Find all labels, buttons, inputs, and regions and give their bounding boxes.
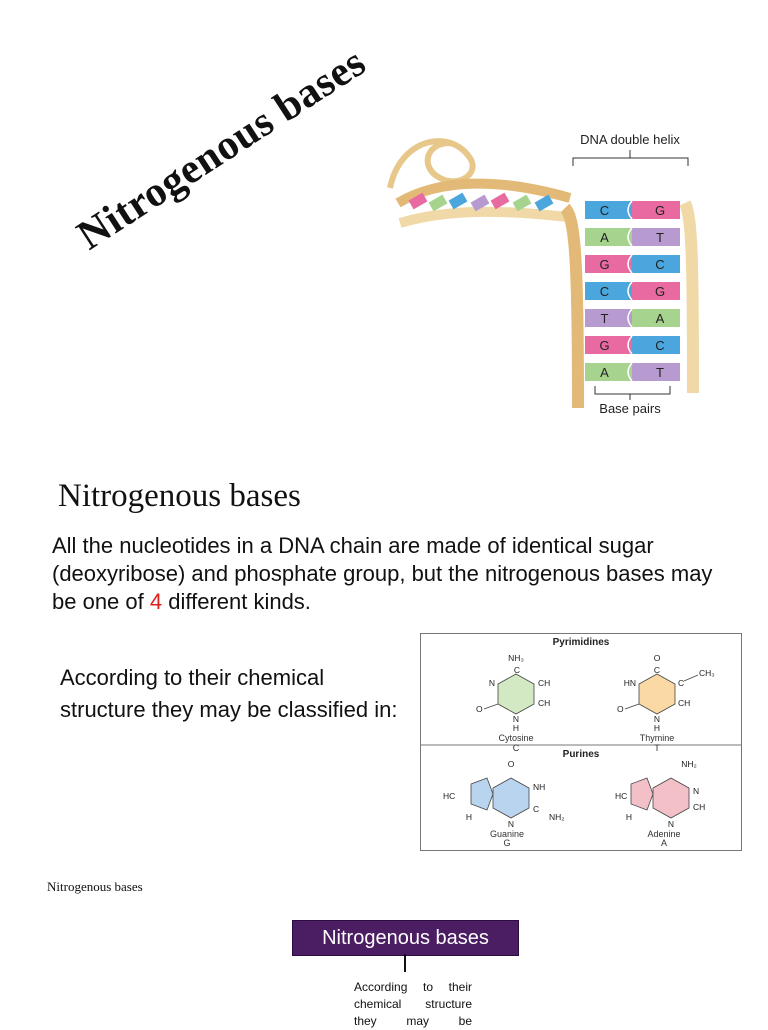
svg-text:NH₂: NH₂ xyxy=(681,759,697,769)
svg-text:N: N xyxy=(668,819,674,829)
svg-text:CH: CH xyxy=(693,802,705,812)
svg-text:HC: HC xyxy=(443,791,455,801)
svg-text:N: N xyxy=(508,819,514,829)
thymine-structure: O C HN C CH₃ CH N H O Thymine xyxy=(617,653,715,743)
base-letter-right: G xyxy=(655,284,665,299)
svg-text:Guanine: Guanine xyxy=(490,829,524,839)
concept-map-connector xyxy=(404,954,406,972)
base-letter-left: C xyxy=(600,284,609,299)
base-right-block xyxy=(632,336,680,354)
base-letter-right: T xyxy=(656,230,664,245)
base-letter-left: A xyxy=(600,365,609,380)
svg-text:O: O xyxy=(617,704,624,714)
svg-text:N: N xyxy=(654,714,660,724)
base-letter-right: T xyxy=(656,365,664,380)
svg-text:Thymine: Thymine xyxy=(640,733,675,743)
base-letter-right: C xyxy=(655,257,664,272)
adenine-structure: NH₂ N CH N HC H Adenine xyxy=(615,759,705,839)
base-letter-left: G xyxy=(599,257,609,272)
svg-text:H: H xyxy=(654,723,660,733)
highlighted-number: 4 xyxy=(149,589,163,614)
guanine-structure: O NH C NH₂ N HC H Guanine xyxy=(443,759,565,839)
cytosine-structure: NH₃ C N CH CH N H O Cytosine xyxy=(476,653,550,743)
base-letter-right: G xyxy=(655,203,665,218)
body-text-part: All the nucleotides in a DNA chain are m… xyxy=(52,533,713,614)
concept-map-root-box: Nitrogenous bases xyxy=(292,920,519,956)
svg-text:H: H xyxy=(466,812,472,822)
base-letter-left: C xyxy=(600,203,609,218)
base-letter-right: C xyxy=(655,338,664,353)
label-base-pairs: Base pairs xyxy=(599,401,661,416)
base-right-block xyxy=(632,309,680,327)
body-text-part: different kinds. xyxy=(162,589,311,614)
nitrogenous-bases-figure: Pyrimidines Purines NH₃ C N CH CH N H O … xyxy=(420,633,742,851)
base-right-block xyxy=(632,255,680,273)
section-pyrimidines-label: Pyrimidines xyxy=(553,637,610,648)
svg-text:CH: CH xyxy=(678,698,690,708)
base-right-block xyxy=(632,201,680,219)
svg-text:CH₃: CH₃ xyxy=(699,668,715,678)
svg-text:O: O xyxy=(508,759,515,769)
svg-text:N: N xyxy=(693,786,699,796)
svg-text:Cytosine: Cytosine xyxy=(498,733,533,743)
base-left-block xyxy=(585,282,632,300)
svg-text:CH: CH xyxy=(538,698,550,708)
slide3-heading: Nitrogenous bases xyxy=(47,879,143,894)
base-letter-left: G xyxy=(599,338,609,353)
base-letter-left: T xyxy=(601,311,609,326)
svg-text:H: H xyxy=(626,812,632,822)
svg-text:N: N xyxy=(513,714,519,724)
svg-text:NH₂: NH₂ xyxy=(549,812,565,822)
svg-text:Adenine: Adenine xyxy=(647,829,680,839)
section-purines-label: Purines xyxy=(563,749,600,760)
guanine-letter: G xyxy=(503,838,510,848)
svg-text:HN: HN xyxy=(624,678,636,688)
base-right-block xyxy=(632,282,680,300)
svg-text:NH₃: NH₃ xyxy=(508,653,524,663)
concept-map-subtext: According to their chemical structure th… xyxy=(354,980,472,1028)
base-left-block xyxy=(585,201,632,219)
svg-text:C: C xyxy=(654,665,660,675)
svg-text:HC: HC xyxy=(615,791,627,801)
svg-text:O: O xyxy=(654,653,661,663)
adenine-letter: A xyxy=(661,838,667,848)
svg-text:C: C xyxy=(533,804,539,814)
base-left-block xyxy=(585,228,632,246)
svg-text:NH: NH xyxy=(533,782,545,792)
base-right-block xyxy=(632,363,680,381)
concept-map-root-label: Nitrogenous bases xyxy=(322,927,489,949)
svg-text:CH: CH xyxy=(538,678,550,688)
cytosine-letter: C xyxy=(513,743,520,753)
svg-text:N: N xyxy=(489,678,495,688)
base-left-block xyxy=(585,363,632,381)
slide2-body-text: All the nucleotides in a DNA chain are m… xyxy=(52,532,742,616)
slide1-title: Nitrogenous bases xyxy=(69,39,374,260)
label-dna-double-helix: DNA double helix xyxy=(580,132,680,147)
base-left-block xyxy=(585,336,632,354)
base-letter-right: A xyxy=(656,311,665,326)
svg-text:C: C xyxy=(514,665,520,675)
helix-ribbon-illustration xyxy=(387,138,699,409)
slide2-heading: Nitrogenous bases xyxy=(58,478,301,514)
thymine-letter: T xyxy=(654,743,660,753)
svg-text:H: H xyxy=(513,723,519,733)
svg-text:O: O xyxy=(476,704,483,714)
base-right-block xyxy=(632,228,680,246)
base-left-block xyxy=(585,255,632,273)
svg-text:C: C xyxy=(678,678,684,688)
classification-text: According to their chemical structure th… xyxy=(60,665,398,722)
base-letter-left: A xyxy=(600,230,609,245)
base-left-block xyxy=(585,309,632,327)
